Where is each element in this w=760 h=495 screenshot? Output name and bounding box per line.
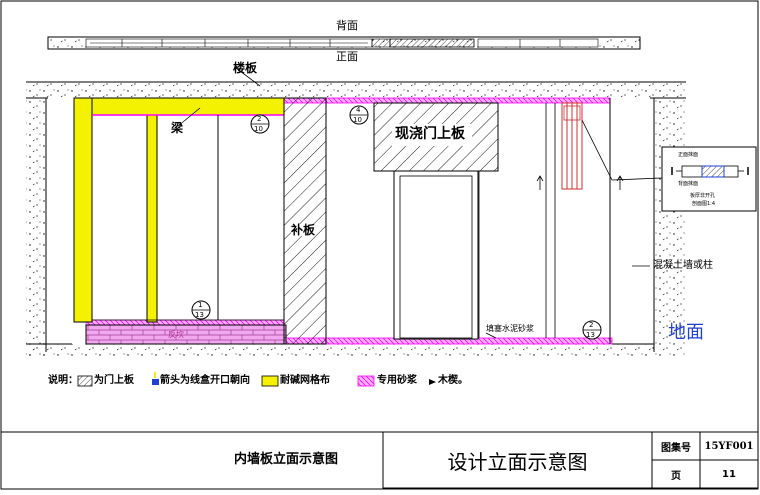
callout-sheet: 10 [353, 116, 362, 124]
callout-2-13 [582, 320, 602, 340]
main-title: 设计立面示意图 [447, 449, 588, 474]
mortar-label: 填塞水泥砂浆 [486, 324, 534, 333]
concrete-wall-label: 混凝土墙或柱 [653, 260, 713, 271]
callout-num: 1 [198, 301, 203, 309]
filler-panel [283, 97, 327, 345]
callout-num: 4 [356, 106, 361, 114]
brick-base [85, 324, 287, 345]
left-mesh-strip [73, 97, 93, 323]
mid-mesh-strip [146, 114, 158, 323]
top-mortar-joint [283, 97, 611, 104]
page-value: 11 [722, 468, 736, 480]
callout-1-13 [191, 300, 211, 320]
inset-top-text: 正面抹面 [678, 152, 699, 158]
legend-item-mortar: 专用砂浆 [377, 375, 417, 386]
door-lintel-label: 现浇门上板 [395, 126, 465, 142]
legend-item-lintel: 为门上板 [94, 375, 134, 386]
ground-slab [26, 344, 654, 356]
legend-wedge-icon [429, 379, 436, 385]
page-label: 页 [671, 470, 681, 482]
plan-strip [47, 36, 641, 50]
callout-sheet: 13 [195, 311, 204, 319]
callout-4-10 [349, 105, 369, 125]
callout-2-10 [250, 114, 270, 134]
ground-label: 地面 [668, 322, 704, 343]
front-face-label: 正面 [336, 50, 358, 63]
door-opening [393, 170, 479, 340]
legend-box-icon [152, 379, 159, 385]
floor-slab-label: 楼板 [233, 61, 258, 75]
left-column [26, 98, 46, 356]
atlas-value: 15YF001 [704, 440, 754, 452]
callout-num: 2 [589, 321, 594, 329]
callout-sheet: 10 [254, 125, 263, 133]
skirting-label: 反坎 [168, 330, 184, 339]
inset-caption-2: 剖面图1:4 [692, 201, 716, 207]
title-block [382, 431, 759, 489]
legend-hatch-swatch [77, 375, 93, 387]
inset-caption-1: 板厚非开孔 [690, 193, 716, 199]
beam-label: 梁 [171, 121, 184, 135]
legend-prefix: 说明： [48, 375, 78, 386]
callout-num: 2 [257, 115, 262, 123]
legend-item-mesh: 耐碱网格布 [280, 375, 330, 386]
filler-panel-label: 补板 [291, 223, 316, 237]
right-column [654, 98, 686, 356]
inset-bottom-text: 背面抹面 [678, 181, 699, 187]
detail-inset [661, 146, 757, 212]
legend-mortar-swatch [357, 375, 375, 387]
legend-item-wedge: 木楔。 [438, 375, 468, 386]
legend-item-box: 箭头为线盒开口朝向 [160, 375, 250, 386]
callout-sheet: 13 [586, 331, 595, 339]
left-title: 内墙板立面示意图 [234, 452, 339, 467]
floor-slab [26, 82, 686, 98]
legend-mesh-swatch [261, 375, 279, 387]
back-face-label: 背面 [336, 19, 358, 32]
atlas-label: 图集号 [661, 442, 691, 454]
beam-mesh-strip [91, 97, 285, 116]
